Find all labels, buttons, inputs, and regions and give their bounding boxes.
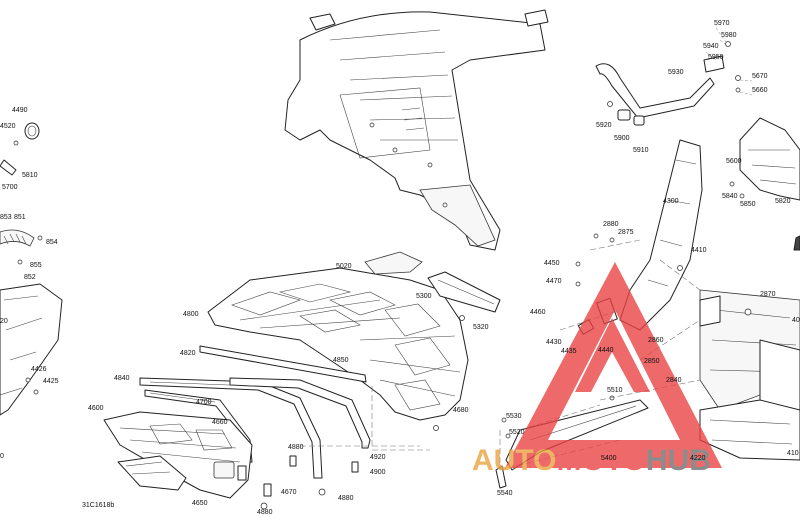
callout-label: 20 <box>0 318 8 325</box>
callout-label: 854 <box>46 239 58 246</box>
watermark-text-moto: MOTO <box>556 444 645 477</box>
callout-label: 4450 <box>544 260 560 267</box>
callout-label: 4425 <box>43 378 59 385</box>
callout-label: 2870 <box>760 291 776 298</box>
callout-label: 4435 <box>561 348 577 355</box>
callout-label: 5520 <box>509 429 525 436</box>
callout-label: 5540 <box>497 490 513 497</box>
callout-label: 4820 <box>180 350 196 357</box>
callout-label: 4650 <box>192 500 208 507</box>
callout-label: 5950 <box>708 54 724 61</box>
callout-label: 5820 <box>775 198 791 205</box>
callout-label: 410 <box>787 450 799 457</box>
callout-label: 4490 <box>12 107 28 114</box>
svg-text:AUTOMOTOHUB: AUTOMOTOHUB <box>472 444 711 477</box>
callout-label: 4840 <box>114 375 130 382</box>
callout-label: 4300 <box>663 198 679 205</box>
callout-label: 5970 <box>714 20 730 27</box>
callout-label: 5600 <box>726 158 742 165</box>
callout-label: 40 <box>792 317 800 324</box>
upper-frame-assembly <box>284 9 549 251</box>
automotohub-watermark: AUTOMOTOHUB <box>472 262 722 477</box>
callout-label: 5400 <box>601 455 617 462</box>
callout-label: 2860 <box>648 337 664 344</box>
callout-label: 4410 <box>691 247 707 254</box>
callout-label: 5930 <box>668 69 684 76</box>
footwell-panel <box>103 411 359 510</box>
callout-label: 4800 <box>183 311 199 318</box>
callout-label: 4600 <box>88 405 104 412</box>
callout-label: 5850 <box>740 201 756 208</box>
callout-label: 5670 <box>752 73 768 80</box>
callout-label: 5530 <box>506 413 522 420</box>
callout-label: 4430 <box>546 339 562 346</box>
callout-label: 5810 <box>22 172 38 179</box>
callout-label: 4220 <box>690 455 706 462</box>
callout-label: 5840 <box>722 193 738 200</box>
watermark-text-hub: HUB <box>646 444 711 477</box>
right-side-frame <box>619 117 800 461</box>
left-side-panel <box>0 122 63 416</box>
callout-label: 5980 <box>721 32 737 39</box>
callout-label: 4440 <box>598 347 614 354</box>
callout-label: 5900 <box>614 135 630 142</box>
callout-label: 5510 <box>607 387 623 394</box>
callout-label: 4880 <box>338 495 354 502</box>
callout-label: 4920 <box>370 454 386 461</box>
callout-label: 4850 <box>333 357 349 364</box>
callout-label: 2875 <box>618 229 634 236</box>
callout-label: 4670 <box>281 489 297 496</box>
callout-label: 4680 <box>453 407 469 414</box>
callout-label: 0 <box>0 453 4 460</box>
watermark-triangle-logo <box>505 262 722 468</box>
callout-label: 4900 <box>370 469 386 476</box>
callout-label: 5940 <box>703 43 719 50</box>
side-skid <box>495 233 721 489</box>
grab-handle <box>595 27 753 126</box>
callout-label: 852 <box>24 274 36 281</box>
floor-panel <box>207 251 501 431</box>
callout-label: 5910 <box>633 147 649 154</box>
callout-label: 4520 <box>0 123 16 130</box>
callout-label: 4880 <box>257 509 273 516</box>
watermark-text-auto: AUTO <box>472 444 556 477</box>
callout-label: 853 <box>0 214 12 221</box>
callout-label: 4426 <box>31 366 47 373</box>
callout-label: 5320 <box>473 324 489 331</box>
callout-label: 5660 <box>752 87 768 94</box>
callout-label: 4470 <box>546 278 562 285</box>
callout-label: 4660 <box>212 419 228 426</box>
callout-label: 2850 <box>644 358 660 365</box>
callout-label: 855 <box>30 262 42 269</box>
callout-label: 851 <box>14 214 26 221</box>
callout-label: 5700 <box>2 184 18 191</box>
callout-label: 2880 <box>603 221 619 228</box>
diagram-code: 31C1618b <box>82 502 114 509</box>
callout-label: 5020 <box>336 263 352 270</box>
callout-label: 4880 <box>288 444 304 451</box>
callout-label: 5920 <box>596 122 612 129</box>
callout-label: 4700 <box>196 399 212 406</box>
callout-label: 2840 <box>666 377 682 384</box>
callout-label: 5300 <box>416 293 432 300</box>
callout-label: 4460 <box>530 309 546 316</box>
